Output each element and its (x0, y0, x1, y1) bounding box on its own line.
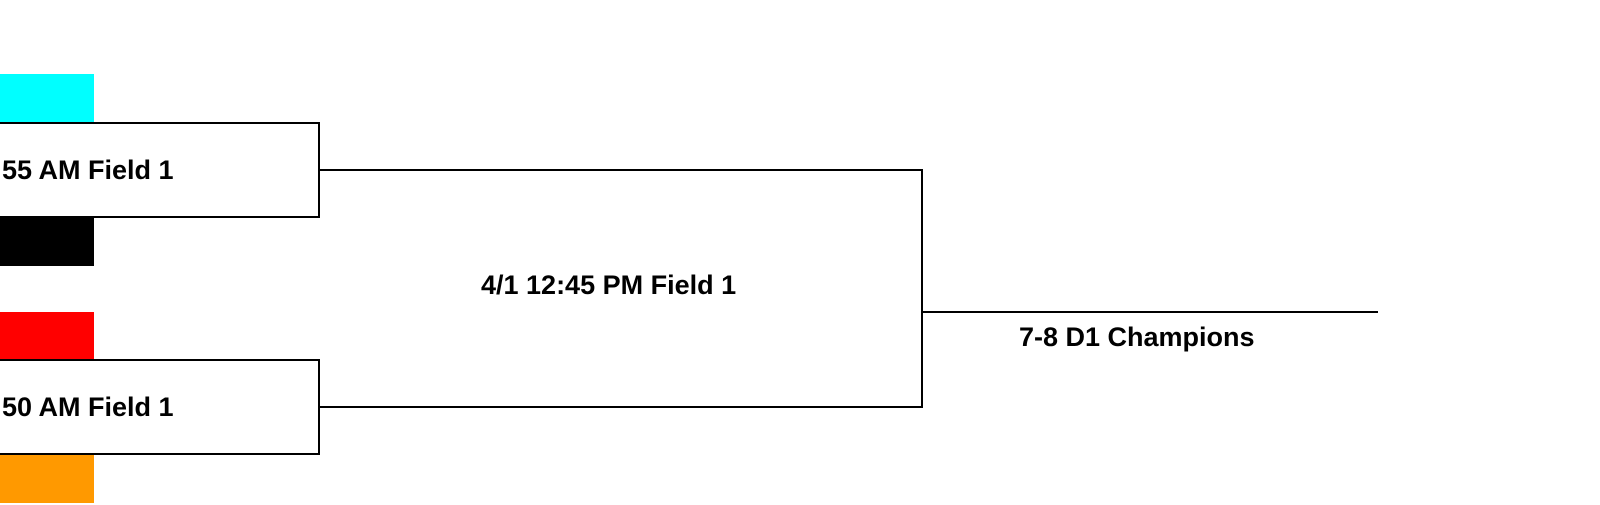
game-box-1[interactable]: 55 AM Field 1 (0, 122, 320, 218)
champion-line (921, 311, 1378, 313)
team-swatch-cyan (0, 74, 94, 122)
game-1-label: 55 AM Field 1 (2, 155, 174, 185)
connector-bottom (320, 406, 923, 408)
final-game-label: 4/1 12:45 PM Field 1 (481, 270, 737, 300)
connector-vertical (921, 169, 923, 408)
connector-top (320, 169, 923, 171)
game-2-label: 50 AM Field 1 (2, 392, 174, 422)
champion-label: 7-8 D1 Champions (1019, 322, 1255, 352)
team-swatch-orange (0, 455, 94, 503)
team-swatch-black (0, 218, 94, 266)
game-box-2[interactable]: 50 AM Field 1 (0, 359, 320, 455)
team-swatch-red (0, 312, 94, 360)
